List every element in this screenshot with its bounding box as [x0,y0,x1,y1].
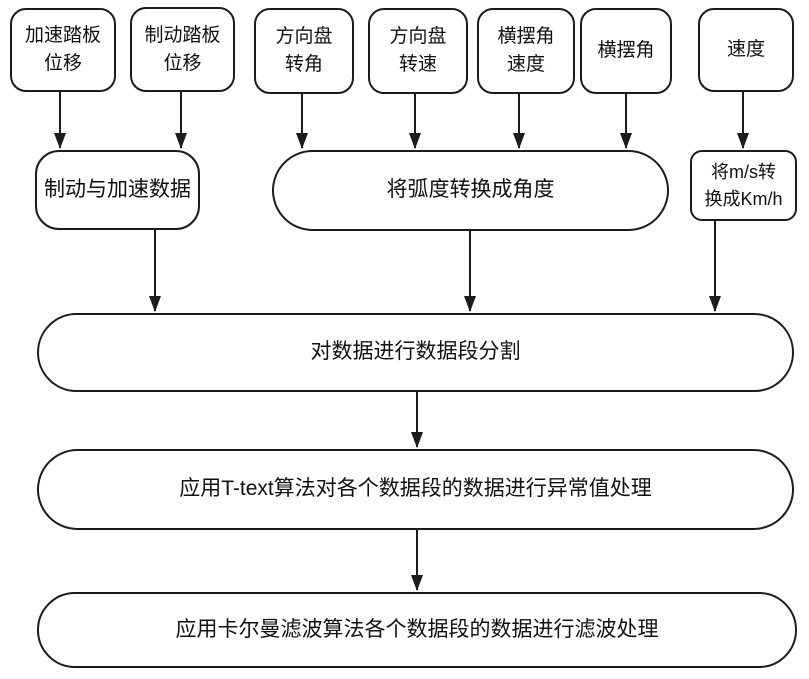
node-kalman-filter-step: 应用卡尔曼滤波算法各个数据段的数据进行滤波处理 [37,592,797,668]
node-steering-wheel-angle: 方向盘 转角 [254,8,354,94]
node-speed: 速度 [698,8,794,92]
node-yaw-rate: 横摆角 速度 [477,8,575,94]
node-radian-to-degree: 将弧度转换成角度 [272,150,669,231]
node-steering-wheel-rate: 方向盘 转速 [368,8,468,94]
node-brake-accel-data: 制动与加速数据 [35,150,200,230]
node-ttext-outlier-step: 应用T-text算法对各个数据段的数据进行异常值处理 [37,449,794,530]
node-accel-pedal-displacement: 加速踏板 位移 [10,8,116,92]
node-brake-pedal-displacement: 制动踏板 位移 [130,7,235,92]
node-data-segmentation: 对数据进行数据段分割 [37,313,794,392]
node-yaw-angle: 横摆角 [580,8,672,94]
node-ms-to-kmh: 将m/s转 换成Km/h [690,150,797,221]
